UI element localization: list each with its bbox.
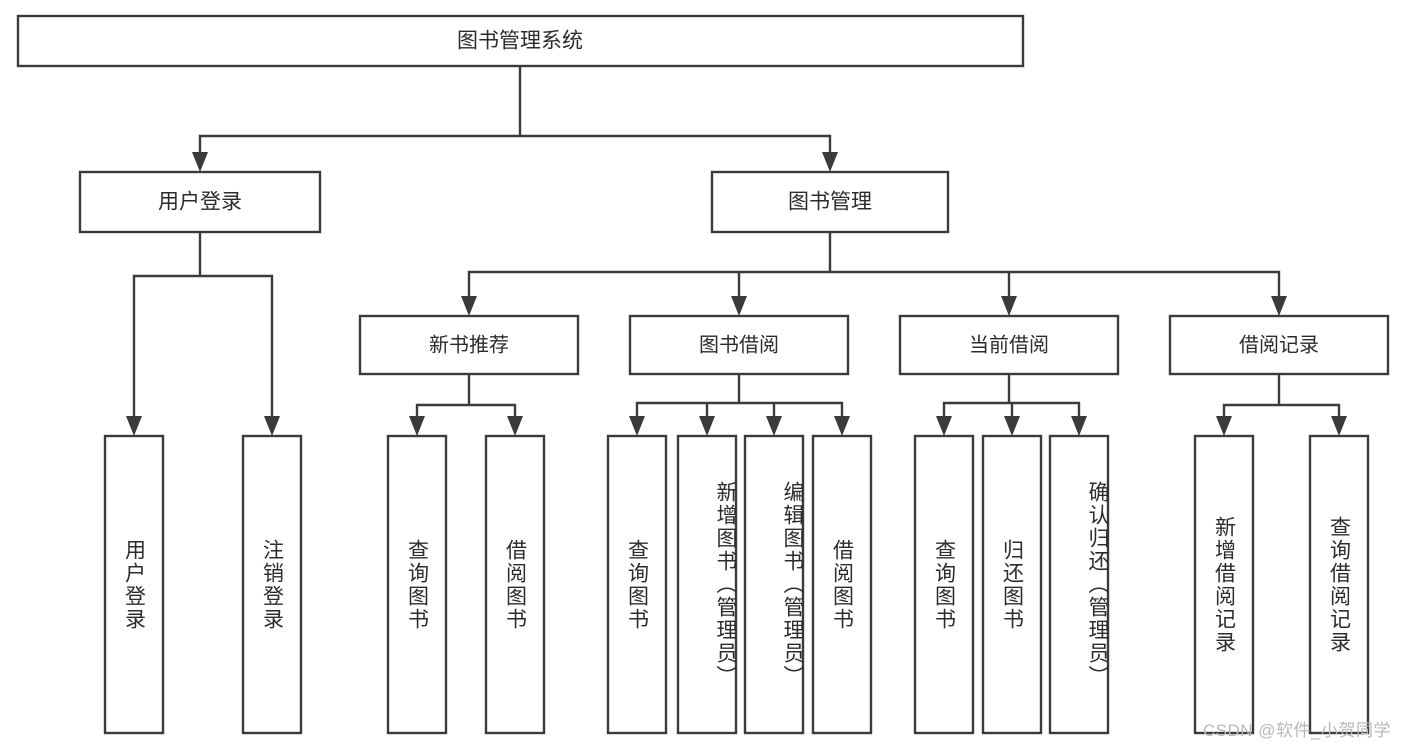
leaf-borrow-book-1-rect[interactable]	[484, 434, 546, 735]
arrow-to-borrow-record	[1271, 296, 1287, 316]
leaf-edit-book-admin-rect[interactable]	[743, 434, 805, 735]
node-new-book-recommend-label: 新书推荐	[429, 333, 509, 356]
arrow-to-leaf-query-borrow-record	[1331, 416, 1347, 436]
leaf-user-login-rect[interactable]	[103, 434, 165, 735]
node-user-login[interactable]: 用户登录	[78, 170, 322, 234]
node-user-login-label: 用户登录	[158, 191, 242, 214]
leaf-add-borrow-record-rect[interactable]	[1193, 434, 1255, 735]
edge-borrowrecord-bus	[1222, 372, 1341, 426]
arrow-to-leaf-user-logout	[264, 416, 280, 436]
arrow-to-leaf-borrow-book-2	[834, 416, 850, 436]
node-new-book-recommend-rect[interactable]	[358, 314, 580, 376]
leaf-query-book-1-rect[interactable]	[386, 434, 448, 735]
arrow-to-book-manage	[822, 152, 838, 172]
edge-root-to-level1-bus	[198, 64, 832, 162]
arrow-to-new-book-recommend	[461, 296, 477, 316]
arrow-to-leaf-query-book-2	[629, 416, 645, 436]
node-borrow-record-label: 借阅记录	[1239, 333, 1319, 356]
node-book-borrow-label: 图书借阅	[699, 333, 779, 356]
node-book-manage-rect[interactable]	[710, 170, 950, 234]
node-borrow-record-rect[interactable]	[1168, 314, 1390, 376]
arrow-to-user-login	[192, 152, 208, 172]
leaf-confirm-return-admin-rect[interactable]	[1048, 434, 1110, 735]
node-book-manage-label: 图书管理	[788, 191, 872, 214]
edge-currentborrow-bus	[942, 372, 1081, 426]
leaf-query-book-2-rect[interactable]	[606, 434, 668, 735]
node-root-rect[interactable]	[16, 14, 1025, 68]
node-root-label: 图书管理系统	[457, 30, 583, 53]
leaf-query-borrow-record-rect[interactable]	[1308, 434, 1370, 735]
edge-bookmanage-bus	[467, 230, 1281, 306]
csdn-watermark: CSDN @软件_小贺同学	[1202, 721, 1391, 740]
edge-newbook-bus	[415, 372, 517, 426]
leaf-user-logout-rect[interactable]	[241, 434, 303, 735]
edge-userlogin-bus	[132, 230, 274, 426]
leaf-rects-group	[103, 434, 1370, 735]
arrow-to-book-borrow	[731, 296, 747, 316]
arrow-to-leaf-add-book-admin	[699, 416, 715, 436]
node-current-borrow-rect[interactable]	[898, 314, 1120, 376]
leaf-borrow-book-2-rect[interactable]	[811, 434, 873, 735]
leaf-query-book-3-rect[interactable]	[913, 434, 975, 735]
arrow-to-leaf-user-login	[126, 416, 142, 436]
node-book-borrow[interactable]: 图书借阅	[628, 314, 850, 376]
node-book-borrow-rect[interactable]	[628, 314, 850, 376]
node-new-book-recommend[interactable]: 新书推荐	[358, 314, 580, 376]
edge-bookborrow-bus	[635, 372, 844, 426]
edges-group	[126, 64, 1347, 436]
node-user-login-rect[interactable]	[78, 170, 322, 234]
arrow-to-current-borrow	[1001, 296, 1017, 316]
arrow-to-leaf-query-book-1	[409, 416, 425, 436]
arrow-to-leaf-add-borrow-record	[1216, 416, 1232, 436]
arrow-to-leaf-edit-book-admin	[766, 416, 782, 436]
arrow-to-leaf-borrow-book-1	[507, 416, 523, 436]
arrow-to-leaf-confirm-return-admin	[1071, 416, 1087, 436]
leaf-add-book-admin-rect[interactable]	[676, 434, 738, 735]
node-borrow-record[interactable]: 借阅记录	[1168, 314, 1390, 376]
arrow-to-leaf-return-book	[1004, 416, 1020, 436]
node-book-manage[interactable]: 图书管理	[710, 170, 950, 234]
leaf-return-book-rect[interactable]	[981, 434, 1043, 735]
node-root[interactable]: 图书管理系统	[16, 14, 1025, 68]
node-current-borrow-label: 当前借阅	[969, 333, 1049, 356]
node-current-borrow[interactable]: 当前借阅	[898, 314, 1120, 376]
arrow-to-leaf-query-book-3	[936, 416, 952, 436]
